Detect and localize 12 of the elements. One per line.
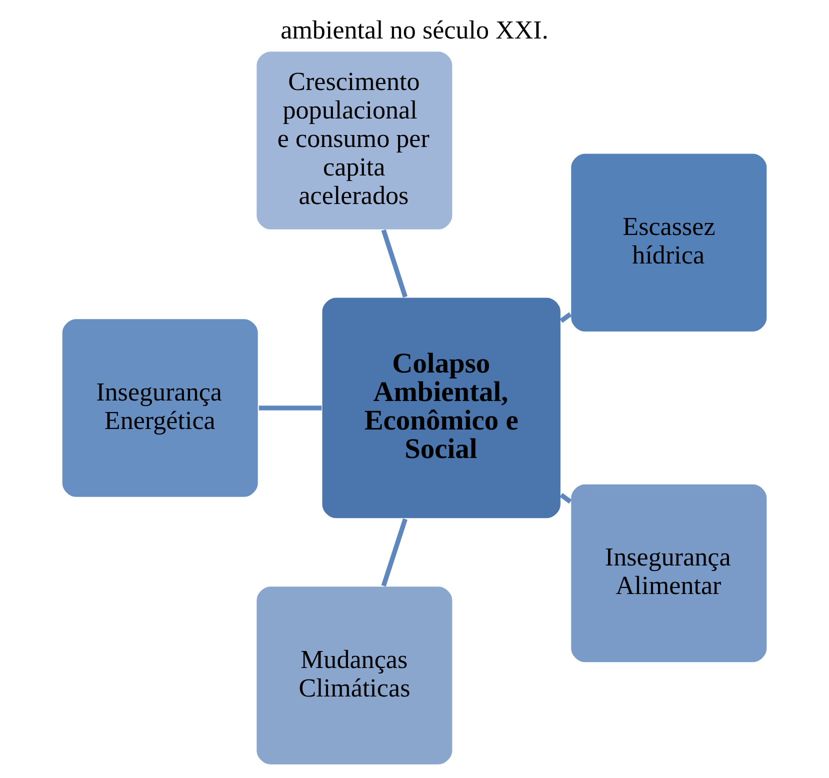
connector — [560, 312, 572, 323]
node-box: Mudanças Climáticas — [255, 585, 454, 766]
diagram-title: ambiental no século XXI. — [280, 16, 548, 45]
connector — [560, 493, 572, 504]
connector — [381, 518, 408, 587]
node-box: Colapso Ambiental, Econômico e Social — [321, 296, 562, 520]
connector — [258, 406, 322, 410]
node-box: Escassez hídrica — [570, 152, 768, 333]
connector — [381, 229, 408, 298]
node-box: Insegurança Alimentar — [570, 483, 768, 664]
node-box: Crescimento populacional e consumo per capita acelerados — [255, 50, 454, 231]
node-box: Insegurança Energética — [61, 318, 260, 498]
